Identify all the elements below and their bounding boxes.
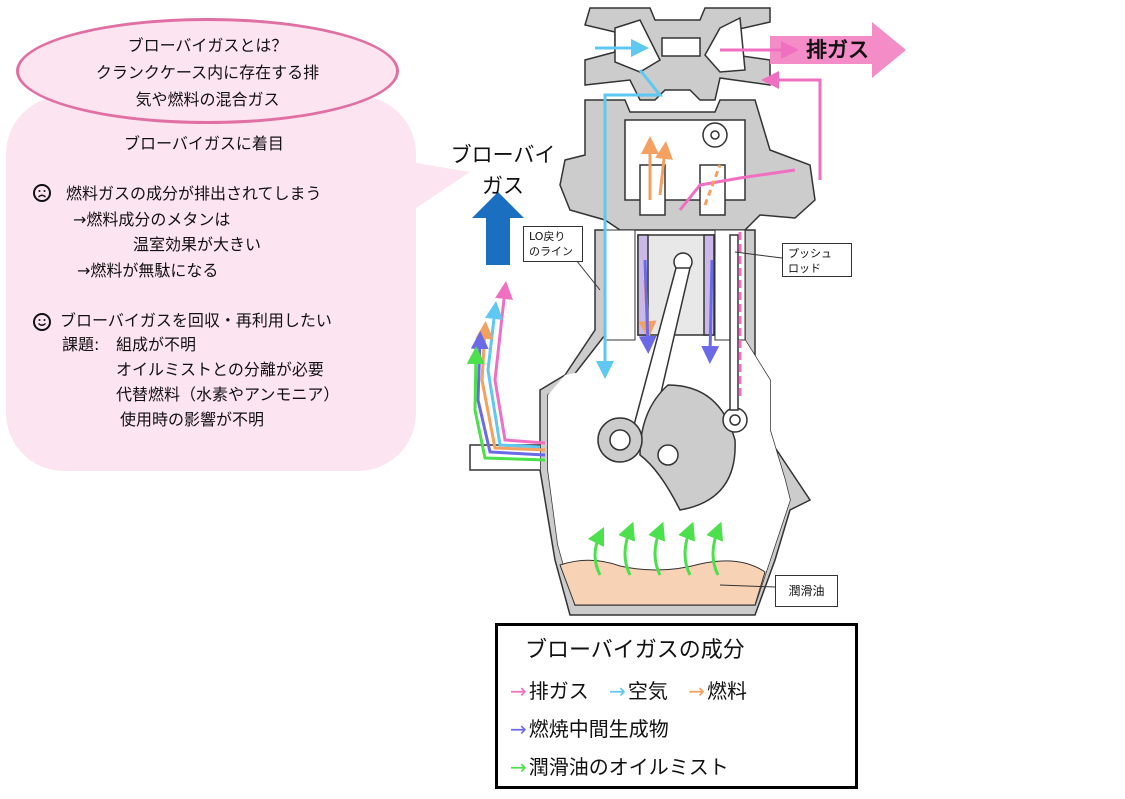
- exhaust-arrow-icon: →: [510, 679, 527, 703]
- intermediate-flow: [470, 259, 720, 457]
- exhaust-flow: [493, 41, 822, 445]
- engine-diagram: [466, 7, 906, 616]
- legend-label: 排ガス: [528, 679, 589, 703]
- blowby-gas-label: ブローバイ ガス: [448, 140, 558, 202]
- pushrod-pointer: [734, 251, 783, 259]
- legend-label: 燃料: [707, 679, 748, 703]
- exhaust-arrow: [770, 22, 906, 78]
- legend-box: ブローバイガスの成分 →排ガス →空気 →燃料 →燃焼中間生成物 →潤滑油のオイ…: [495, 623, 858, 789]
- issue-item: 組成が不明: [116, 335, 197, 354]
- oil-mist-arrow-icon: →: [510, 755, 527, 779]
- fuel-arrow-icon: →: [688, 679, 706, 703]
- blowby-up-arrow: [472, 192, 524, 265]
- cylinder-wall-left: [604, 229, 636, 341]
- legend-row: →潤滑油のオイルミスト: [510, 754, 729, 780]
- pushrod-callout: プッシュ ロッド: [782, 243, 852, 277]
- legend-label: 燃焼中間生成物: [528, 717, 669, 741]
- intermediate-arrow-icon: →: [510, 717, 527, 741]
- issue-item: 使用時の影響が不明: [120, 410, 265, 429]
- legend-label: 潤滑油のオイルミスト: [528, 755, 729, 779]
- exhaust-label: 排ガス: [806, 38, 869, 62]
- pushrod-line: プッシュ: [788, 247, 832, 260]
- definition-line: ブローバイガスとは？: [127, 36, 288, 55]
- main-speech-bubble: [6, 96, 416, 471]
- issue-item: オイルミストとの分離が必要: [116, 360, 324, 379]
- lo-return-callout: LO戻り のライン: [523, 226, 583, 262]
- smile-face-icon: [33, 313, 51, 331]
- issue-item: 代替燃料（水素やアンモニア）: [116, 385, 340, 404]
- concern-line: 燃料ガスの成分が排出されてしまう: [66, 184, 322, 203]
- lube-oil-callout: 潤滑油: [775, 575, 838, 607]
- bubble-tail: [398, 160, 470, 220]
- legend-row: →排ガス →空気 →燃料: [510, 678, 747, 704]
- issue-label: 課題:: [62, 335, 100, 354]
- bubble-heading: ブローバイガスに着目: [124, 134, 284, 153]
- turbocharger: [584, 7, 771, 101]
- oil-mist-flow: [466, 346, 724, 576]
- lube-oil-pointer: [719, 584, 776, 588]
- cylinder-head: [559, 99, 816, 231]
- blowby-label-line: ブローバイ: [450, 143, 556, 167]
- legend-label: 空気: [627, 679, 668, 703]
- pushrod-line: ロッド: [788, 262, 821, 275]
- legend-title: ブローバイガスの成分: [525, 638, 745, 663]
- sad-face-icon: [33, 184, 51, 202]
- concern-line: →燃料が無駄になる: [77, 261, 219, 280]
- crankshaft: [597, 384, 736, 511]
- definition-text: ブローバイガスとは？ クランクケース内に存在する排 気や燃料の混合ガス: [16, 32, 399, 113]
- air-arrow-icon: →: [609, 679, 626, 703]
- air-flow: [485, 39, 664, 449]
- lube-oil-sump: [559, 559, 766, 606]
- camshaft: [722, 234, 748, 433]
- concern-line: 温室効果が大きい: [133, 235, 262, 254]
- lo-return-line: のライン: [529, 245, 573, 258]
- lo-return-line: LO戻り: [529, 230, 566, 243]
- concern-line: →燃料成分のメタンは: [73, 210, 231, 229]
- legend-row: →燃焼中間生成物: [510, 716, 669, 742]
- definition-bubble: [16, 18, 399, 124]
- goal-line: ブローバイガスを回収・再利用したい: [60, 311, 332, 330]
- definition-line: 気や燃料の混合ガス: [135, 90, 280, 109]
- definition-line: クランクケース内に存在する排: [95, 63, 320, 82]
- blowby-label-line: ガス: [482, 174, 524, 198]
